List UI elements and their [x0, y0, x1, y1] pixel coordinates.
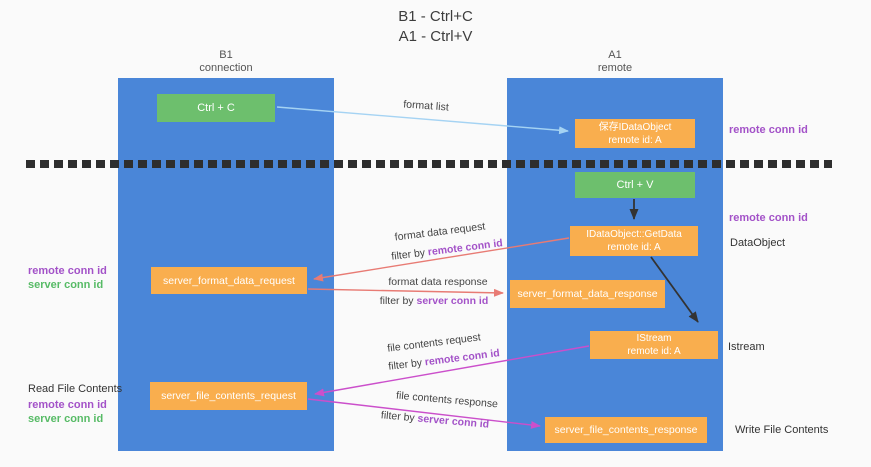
- annotation-dataobject: DataObject: [730, 237, 786, 249]
- istream-line1: IStream: [636, 333, 672, 344]
- server-file-contents-response-label: server_file_contents_response: [554, 424, 698, 436]
- left-remote-conn-id-2: remote conn id: [28, 399, 107, 411]
- node-server-file-contents-response: server_file_contents_response: [545, 417, 707, 443]
- annotation-istream: Istream: [728, 341, 765, 353]
- filter-remote-conn-id-2: remote conn id: [424, 347, 501, 369]
- node-istream: IStream remote id: A: [590, 331, 718, 359]
- column-a1-name: A1: [608, 49, 622, 61]
- filter-server-conn-id-2: server conn id: [417, 412, 490, 431]
- title-line-2: A1 - Ctrl+V: [398, 28, 473, 45]
- server-format-data-response-label: server_format_data_response: [517, 288, 658, 300]
- node-ctrl-v: Ctrl + V: [575, 172, 695, 198]
- ctrl-c-label: Ctrl + C: [197, 102, 235, 114]
- left-server-conn-id-2: server conn id: [28, 413, 104, 425]
- filter-remote-conn-id-1: remote conn id: [427, 237, 504, 259]
- annotation-remote-conn-id-mid: remote conn id: [729, 212, 808, 224]
- filter-by-text-4: filter by: [380, 409, 419, 425]
- node-server-format-data-request: server_format_data_request: [151, 267, 307, 294]
- node-server-file-contents-request: server_file_contents_request: [150, 382, 307, 410]
- istream-line2: remote id: A: [627, 346, 681, 357]
- edge-label-file-contents-response: file contents response: [395, 389, 499, 411]
- title-line-1: B1 - Ctrl+C: [398, 8, 473, 25]
- annotation-read-file-contents: Read File Contents: [28, 383, 123, 395]
- annotation-left-conn-ids-2: remote conn id server conn id: [28, 398, 107, 426]
- save-idataobject-line2: remote id: A: [608, 134, 662, 146]
- filter-by-text-3: filter by: [387, 356, 426, 373]
- node-server-format-data-response: server_format_data_response: [510, 280, 665, 308]
- column-header-b1: B1 connection: [118, 49, 334, 75]
- column-a1-role: remote: [597, 62, 633, 74]
- left-server-conn-id-1: server conn id: [28, 279, 104, 291]
- copy-paste-separator-dashed-line: [26, 160, 832, 168]
- getdata-line2: remote id: A: [607, 242, 661, 253]
- edge-label-filter-server-2: filter by server conn id: [377, 409, 494, 431]
- node-ctrl-c: Ctrl + C: [157, 94, 275, 122]
- server-format-data-request-label: server_format_data_request: [163, 274, 295, 287]
- annotation-remote-conn-id-top: remote conn id: [729, 124, 808, 136]
- diagram-title: B1 - Ctrl+C A1 - Ctrl+V: [0, 7, 871, 47]
- left-remote-conn-id-1: remote conn id: [28, 265, 107, 277]
- filter-by-text-1: filter by: [390, 246, 429, 263]
- column-b1-role: connection: [199, 62, 253, 74]
- filter-by-text-2: filter by: [379, 295, 417, 307]
- column-b1-name: B1: [219, 49, 233, 61]
- ctrl-v-label: Ctrl + V: [616, 179, 654, 191]
- server-file-contents-request-label: server_file_contents_request: [161, 390, 296, 402]
- save-idataobject-line1: 保存IDataObject: [598, 121, 672, 133]
- getdata-line1: IDataObject::GetData: [586, 229, 682, 240]
- filter-server-conn-id-1: server conn id: [416, 295, 489, 307]
- annotation-write-file-contents: Write File Contents: [735, 424, 829, 436]
- column-header-a1: A1 remote: [507, 49, 723, 75]
- edge-label-filter-server-1: filter by server conn id: [376, 295, 492, 307]
- node-save-idataobject: 保存IDataObject remote id: A: [575, 119, 695, 148]
- edge-label-format-data-response: format data response: [388, 276, 488, 288]
- annotation-left-conn-ids-1: remote conn id server conn id: [28, 264, 107, 292]
- arrow-format-data-response: [307, 288, 504, 297]
- edge-label-format-list: format list: [402, 98, 450, 114]
- node-idataobject-getdata: IDataObject::GetData remote id: A: [570, 226, 698, 256]
